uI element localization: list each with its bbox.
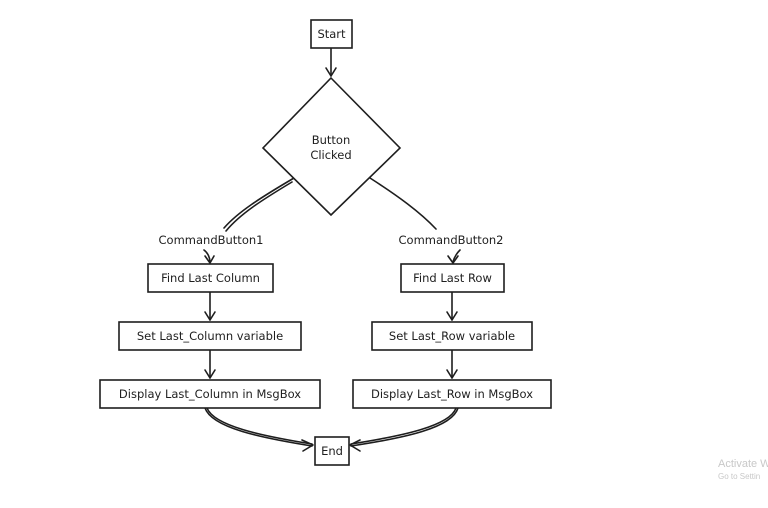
node-start-label: Start bbox=[317, 27, 346, 41]
arrowhead bbox=[325, 67, 337, 77]
activation-watermark: Activate W Go to Settin bbox=[718, 458, 768, 481]
node-display-last-row: Display Last_Row in MsgBox bbox=[352, 379, 552, 409]
node-set-last-column: Set Last_Column variable bbox=[118, 321, 302, 351]
edge-disprow-end bbox=[350, 407, 459, 447]
edge-label2-findrow bbox=[452, 249, 461, 263]
display-last-row-label: Display Last_Row in MsgBox bbox=[371, 387, 533, 401]
set-last-row-label: Set Last_Row variable bbox=[389, 329, 515, 343]
arrowhead bbox=[349, 439, 361, 452]
node-decision: Button Clicked bbox=[261, 76, 402, 217]
node-find-last-row: Find Last Row bbox=[400, 263, 505, 293]
arrowhead bbox=[447, 255, 459, 264]
edge-dispcol-end bbox=[204, 407, 313, 447]
edge-label-commandbutton1: CommandButton1 bbox=[159, 233, 264, 247]
edge-label1-findcol bbox=[203, 249, 211, 263]
watermark-line2: Go to Settin bbox=[718, 472, 761, 481]
set-last-column-label: Set Last_Column variable bbox=[137, 329, 283, 343]
edge-decision-right bbox=[369, 177, 437, 230]
arrowhead bbox=[204, 255, 215, 264]
arrowhead bbox=[204, 369, 216, 379]
node-find-last-column: Find Last Column bbox=[147, 263, 274, 293]
edge-decision-left-2 bbox=[225, 181, 293, 232]
edge-disprow-end-2 bbox=[350, 407, 457, 445]
decision-label-line2: Clicked bbox=[310, 148, 351, 162]
edge-decision-left bbox=[223, 177, 295, 229]
display-last-column-label: Display Last_Column in MsgBox bbox=[119, 387, 301, 401]
node-set-last-row: Set Last_Row variable bbox=[371, 321, 533, 351]
node-end: End bbox=[314, 436, 350, 466]
arrowhead bbox=[446, 369, 458, 379]
edge-label-commandbutton2: CommandButton2 bbox=[399, 233, 504, 247]
watermark-line1: Activate W bbox=[718, 458, 768, 470]
node-end-label: End bbox=[321, 444, 343, 458]
edge-dispcol-end-2 bbox=[206, 407, 313, 445]
node-start: Start bbox=[310, 19, 353, 49]
decision-label-line1: Button bbox=[312, 133, 351, 147]
find-last-row-label: Find Last Row bbox=[413, 271, 492, 285]
find-last-column-label: Find Last Column bbox=[161, 271, 260, 285]
node-display-last-column: Display Last_Column in MsgBox bbox=[99, 379, 321, 409]
connectors bbox=[203, 47, 461, 452]
arrowhead bbox=[204, 311, 216, 321]
arrowhead bbox=[446, 311, 458, 321]
arrowhead bbox=[301, 439, 314, 452]
